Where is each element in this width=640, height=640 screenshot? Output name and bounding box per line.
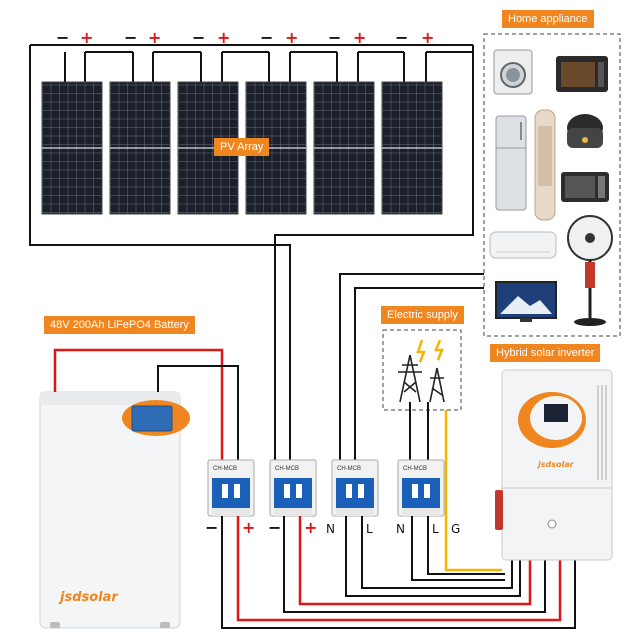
battery-positive-wire bbox=[53, 348, 224, 478]
battery-brand-logo: jsdsolar bbox=[60, 590, 118, 605]
hybrid-inverter bbox=[495, 369, 613, 561]
washing-machine-icon bbox=[493, 49, 533, 95]
panel-leads bbox=[64, 52, 427, 82]
battery-negative-wire bbox=[157, 365, 239, 478]
appliances bbox=[489, 49, 613, 326]
breaker-terminal-grid-n: N bbox=[396, 522, 405, 536]
breaker-grid bbox=[397, 459, 445, 517]
rice-cooker-icon bbox=[567, 114, 603, 148]
inverter-battery-positive-wire bbox=[236, 516, 562, 622]
power-tower-icon bbox=[398, 354, 445, 403]
breaker-terminal-battery-minus: − bbox=[205, 518, 219, 537]
battery-display bbox=[131, 405, 173, 432]
breaker-terminal-pv-plus: + bbox=[304, 518, 318, 537]
lightning-icon bbox=[416, 339, 426, 363]
home-appliance-label: Home appliance bbox=[502, 10, 594, 28]
breaker-4-brand: CH-MCB bbox=[403, 466, 427, 472]
load-live-wire bbox=[354, 287, 484, 478]
breaker-pv bbox=[269, 459, 317, 517]
lightning-icon-2 bbox=[434, 339, 444, 361]
breaker-terminal-battery-plus: + bbox=[242, 518, 256, 537]
inverter-grid-neutral-wire bbox=[411, 516, 505, 581]
breaker-terminal-load-l: L bbox=[366, 522, 373, 536]
panel-4-plus: + bbox=[285, 28, 299, 47]
inverter-battery-negative-wire bbox=[221, 540, 576, 629]
television-icon bbox=[495, 281, 557, 322]
inverter-brand-logo: jsdsolar bbox=[538, 460, 574, 469]
pv-panels bbox=[41, 81, 443, 215]
breaker-load bbox=[331, 459, 379, 517]
breakers bbox=[207, 459, 445, 517]
panel-5-plus: + bbox=[353, 28, 367, 47]
panel-3-minus: − bbox=[192, 28, 206, 47]
panel-1-minus: − bbox=[56, 28, 70, 47]
panel-6-minus: − bbox=[395, 28, 409, 47]
battery-label: 48V 200Ah LiFePO4 Battery bbox=[44, 316, 195, 334]
panel-4-minus: − bbox=[260, 28, 274, 47]
breaker-2-brand: CH-MCB bbox=[275, 466, 299, 472]
grid-ground-wire bbox=[444, 410, 502, 572]
panel-1-plus: + bbox=[80, 28, 94, 47]
air-purifier-icon bbox=[534, 109, 556, 221]
inverter-load-neutral-wire bbox=[345, 516, 521, 597]
breaker-battery bbox=[207, 459, 255, 517]
inverter-pv-negative-wire bbox=[283, 516, 546, 613]
electric-supply-label: Electric supply bbox=[381, 306, 464, 324]
pv-positive-main-wire bbox=[274, 45, 474, 478]
panel-2-plus: + bbox=[148, 28, 162, 47]
panel-3-plus: + bbox=[217, 28, 231, 47]
inverter-load-live-wire bbox=[361, 516, 513, 589]
microwave-icon bbox=[561, 172, 609, 202]
oven-icon bbox=[556, 56, 608, 92]
air-conditioner-icon bbox=[489, 231, 557, 259]
breaker-terminal-grid-g: G bbox=[451, 522, 461, 536]
breaker-terminal-pv-minus: − bbox=[268, 518, 282, 537]
panel-2-minus: − bbox=[124, 28, 138, 47]
breaker-1-brand: CH-MCB bbox=[213, 466, 237, 472]
refrigerator-icon bbox=[495, 115, 527, 211]
breaker-terminal-grid-l: L bbox=[432, 522, 439, 536]
load-neutral-wire bbox=[339, 273, 484, 478]
panel-5-minus: − bbox=[328, 28, 342, 47]
breaker-3-brand: CH-MCB bbox=[337, 466, 361, 472]
panel-6-plus: + bbox=[421, 28, 435, 47]
inverter-label: Hybrid solar inverter bbox=[490, 344, 601, 362]
pv-negative-main-wire bbox=[29, 45, 291, 478]
inverter-grid-live-wire bbox=[427, 516, 505, 575]
stand-fan-icon bbox=[567, 215, 613, 326]
pv-array-label: PV Array bbox=[214, 138, 270, 156]
breaker-terminal-load-n: N bbox=[326, 522, 335, 536]
inverter-switch bbox=[495, 490, 503, 530]
inverter-pv-positive-wire bbox=[298, 516, 532, 606]
inverter-display bbox=[544, 404, 568, 422]
battery-unit bbox=[39, 391, 190, 629]
